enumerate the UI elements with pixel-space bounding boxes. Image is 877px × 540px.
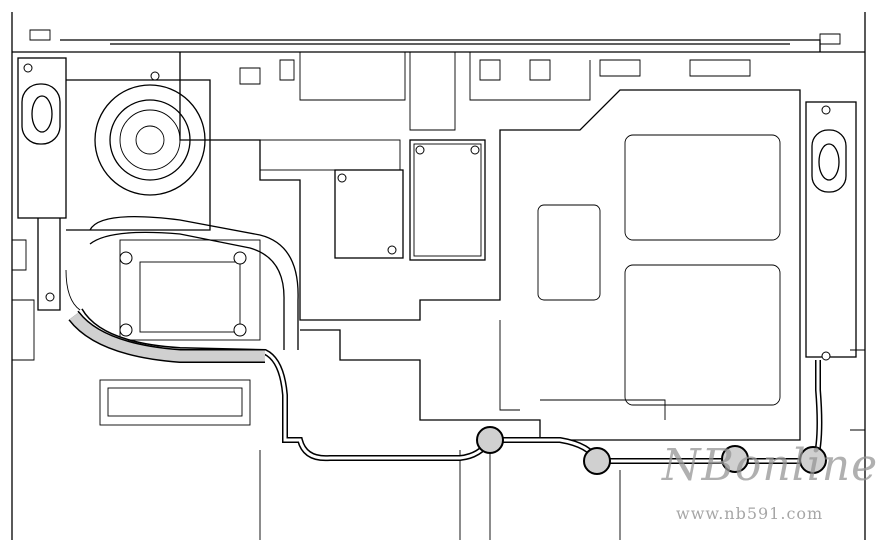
- heatsink: [89, 216, 299, 426]
- chassis-outline: [11, 12, 866, 540]
- system-board: [179, 52, 801, 540]
- watermark-logo: NBonline: [662, 440, 877, 491]
- watermark-url: www.nb591.com: [676, 504, 824, 523]
- right-speaker: [805, 101, 857, 361]
- ferrite-cores: [476, 426, 827, 475]
- ferrite-core: [583, 447, 611, 475]
- cooling-fan: [66, 71, 211, 231]
- ferrite-core: [721, 445, 749, 473]
- ferrite-core: [799, 446, 827, 474]
- left-speaker: [17, 57, 67, 311]
- antenna-cable: [65, 269, 823, 464]
- ferrite-core: [476, 426, 504, 454]
- wlan-card: [259, 139, 486, 261]
